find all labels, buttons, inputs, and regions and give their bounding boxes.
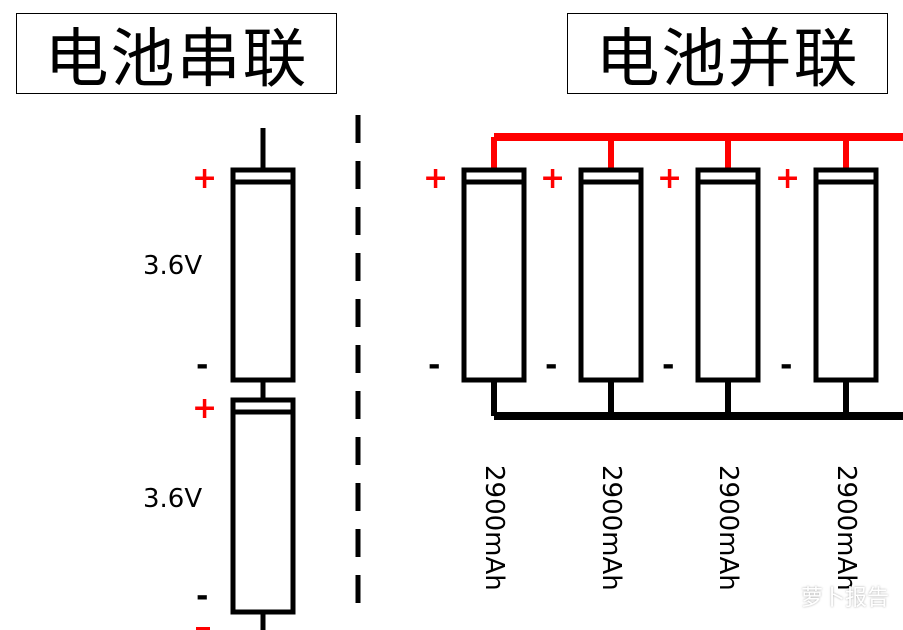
parallel-plus-sign-2: +	[540, 161, 566, 196]
parallel-plus-sign-1: +	[423, 161, 449, 196]
series-top-voltage: 3.6V	[143, 251, 203, 281]
capacity-label-2: 2900mAh	[596, 465, 626, 591]
parallel-minus-sign-4: -	[780, 348, 793, 383]
parallel-section	[461, 133, 903, 420]
series-bottom-minus-sign: -	[196, 579, 209, 614]
parallel-minus-sign-3: -	[662, 348, 675, 383]
parallel-plus-sign-3: +	[657, 161, 683, 196]
capacity-label-1: 2900mAh	[479, 465, 509, 591]
parallel-minus-sign-1: -	[428, 348, 441, 383]
parallel-title: 电池并联	[567, 13, 888, 97]
parallel-plus-sign-4: +	[775, 161, 801, 196]
parallel-battery-4	[813, 137, 879, 416]
series-top-minus-sign: -	[196, 348, 209, 383]
series-section	[230, 128, 296, 630]
parallel-battery-2	[578, 137, 644, 416]
series-bottom-plus-sign: +	[192, 391, 218, 426]
capacity-label-3: 2900mAh	[713, 465, 743, 591]
series-title-text: 电池串联	[44, 22, 309, 97]
parallel-minus-sign-2: -	[545, 348, 558, 383]
parallel-title-text: 电池并联	[595, 22, 860, 97]
parallel-battery-1	[461, 137, 527, 416]
series-battery-bottom	[230, 397, 296, 615]
series-top-plus-sign: +	[192, 161, 218, 196]
watermark: 萝卜报告	[800, 586, 889, 611]
series-bottom-voltage: 3.6V	[143, 484, 203, 514]
series-title: 电池串联	[16, 13, 337, 97]
parallel-battery-3	[695, 137, 761, 416]
series-battery-top	[230, 167, 296, 383]
capacity-label-4: 2900mAh	[831, 465, 861, 591]
